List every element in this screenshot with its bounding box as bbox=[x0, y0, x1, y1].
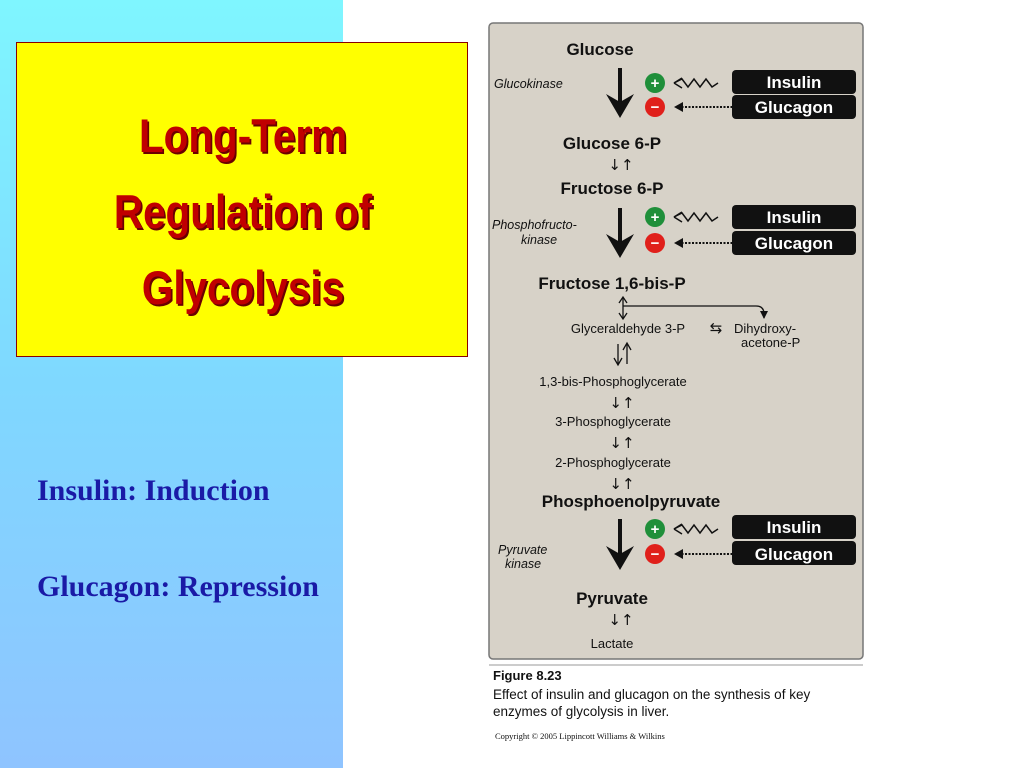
pfk-label-line1: Phosphofructo- bbox=[492, 218, 577, 232]
glycolysis-figure: Glucose Glucokinase + Insulin − Glucagon… bbox=[488, 22, 873, 747]
glucagon-regulation-pfk: − Glucagon bbox=[645, 231, 856, 255]
title-line-1: Long-Term bbox=[138, 109, 348, 162]
glucokinase-step-arrow bbox=[606, 68, 634, 118]
glucagon-regulation-pk: − Glucagon bbox=[645, 541, 856, 565]
pyruvate-kinase-step-arrow bbox=[606, 519, 634, 570]
pk-label-line2: kinase bbox=[505, 557, 541, 571]
copyright-text: Copyright © 2005 Lippincott Williams & W… bbox=[495, 731, 665, 741]
plus-icon bbox=[645, 519, 665, 539]
pfk-step-arrow bbox=[606, 208, 634, 258]
bpg13-label: 1,3-bis-Phosphoglycerate bbox=[539, 374, 686, 389]
dhap-label-line2: acetone-P bbox=[741, 335, 800, 350]
equilibrium-arrow: ↓↑ bbox=[608, 611, 633, 629]
glucagon-pill bbox=[732, 231, 856, 255]
caption-line-2: enzymes of glycolysis in liver. bbox=[493, 704, 669, 719]
svg-text:+: + bbox=[651, 75, 660, 92]
insulin-regulation-pfk: + Insulin bbox=[645, 205, 856, 229]
glycolysis-diagram: Glucose Glucokinase + Insulin − Glucagon… bbox=[488, 22, 864, 741]
pep-label: Phosphoenolpyruvate bbox=[542, 492, 721, 511]
glucose-6p-label: Glucose 6-P bbox=[563, 134, 661, 153]
fructose-16bp-label: Fructose 1,6-bis-P bbox=[538, 274, 685, 293]
insulin-induction-text: Insulin: Induction bbox=[37, 474, 270, 507]
equilibrium-arrow: ↓↑ bbox=[609, 434, 634, 452]
glucokinase-label: Glucokinase bbox=[494, 77, 563, 91]
minus-icon bbox=[645, 544, 665, 564]
figure-panel bbox=[488, 22, 864, 660]
glucagon-regulation-glucokinase: − Glucagon bbox=[645, 95, 856, 119]
svg-text:Insulin: Insulin bbox=[767, 518, 822, 537]
equilibrium-arrow-large bbox=[613, 341, 632, 367]
svg-text:+: + bbox=[651, 209, 660, 226]
pg2-label: 2-Phosphoglycerate bbox=[555, 455, 671, 470]
equilibrium-arrow: ↓↑ bbox=[609, 394, 634, 412]
title-box: Long-Term Regulation of Glycolysis bbox=[16, 42, 468, 357]
caption-line-1: Effect of insulin and glucagon on the sy… bbox=[493, 687, 810, 702]
title-line-3: Glycolysis bbox=[141, 261, 345, 314]
figure-label: Figure 8.23 bbox=[493, 668, 562, 683]
pk-label-line1: Pyruvate bbox=[498, 543, 547, 557]
minus-icon bbox=[645, 233, 665, 253]
insulin-pill bbox=[732, 515, 856, 539]
aldolase-split-arrows bbox=[618, 295, 768, 321]
svg-text:Glucagon: Glucagon bbox=[755, 234, 833, 253]
dhap-label-line1: Dihydroxy- bbox=[734, 321, 796, 336]
slide-title: Long-Term Regulation of Glycolysis bbox=[49, 98, 438, 326]
triose-exchange-arrow: ⇆ bbox=[710, 319, 723, 337]
glucagon-pill bbox=[732, 95, 856, 119]
title-line-2: Regulation of bbox=[113, 185, 373, 238]
svg-text:Insulin: Insulin bbox=[767, 208, 822, 227]
equilibrium-arrow: ↓↑ bbox=[609, 475, 634, 493]
svg-text:−: − bbox=[651, 546, 660, 563]
svg-text:Glucagon: Glucagon bbox=[755, 98, 833, 117]
svg-text:Glucagon: Glucagon bbox=[755, 545, 833, 564]
plus-icon bbox=[645, 73, 665, 93]
pyruvate-label: Pyruvate bbox=[576, 589, 648, 608]
fructose-6p-label: Fructose 6-P bbox=[561, 179, 664, 198]
gap-label: Glyceraldehyde 3-P bbox=[571, 321, 685, 336]
plus-icon bbox=[645, 207, 665, 227]
glucagon-repression-text: Glucagon: Repression bbox=[37, 570, 319, 603]
svg-text:+: + bbox=[651, 521, 660, 538]
svg-text:−: − bbox=[651, 235, 660, 252]
svg-text:−: − bbox=[651, 99, 660, 116]
svg-text:Insulin: Insulin bbox=[767, 73, 822, 92]
insulin-pill bbox=[732, 205, 856, 229]
pfk-label-line2: kinase bbox=[521, 233, 557, 247]
insulin-pill bbox=[732, 70, 856, 94]
insulin-regulation-pk: + Insulin bbox=[645, 515, 856, 539]
lactate-label: Lactate bbox=[591, 636, 634, 651]
glucose-label: Glucose bbox=[566, 40, 633, 59]
glucagon-pill bbox=[732, 541, 856, 565]
insulin-regulation-glucokinase: + Insulin bbox=[645, 70, 856, 94]
pg3-label: 3-Phosphoglycerate bbox=[555, 414, 671, 429]
minus-icon bbox=[645, 97, 665, 117]
equilibrium-arrow: ↓↑ bbox=[608, 156, 633, 174]
